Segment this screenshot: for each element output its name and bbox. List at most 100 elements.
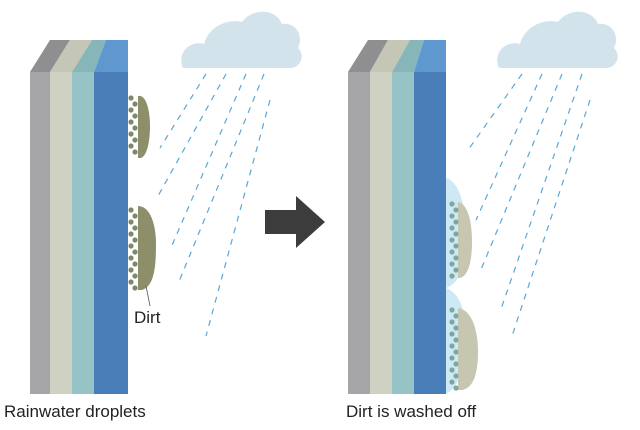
droplet-bead <box>449 331 455 337</box>
droplet-beads-upper-after <box>449 201 459 279</box>
layer-gray-after <box>348 72 370 394</box>
droplet-bead <box>449 307 455 313</box>
droplet-bead <box>449 201 455 207</box>
droplet-beads-lower <box>128 207 138 291</box>
rain-icon <box>157 73 271 337</box>
droplet-bead <box>128 243 134 249</box>
wall-top-beige <box>50 40 92 72</box>
droplet-bead <box>128 107 134 113</box>
droplet-bead <box>132 225 138 231</box>
panel-after <box>348 11 618 394</box>
rain-streak <box>511 99 591 337</box>
layer-blue-after <box>414 72 446 394</box>
droplet-bead <box>128 207 134 213</box>
washed-dirt <box>449 201 478 391</box>
rain-streak <box>169 73 247 251</box>
rain-streak <box>467 73 523 151</box>
rain-streak <box>499 73 583 313</box>
droplet-bead <box>449 319 455 325</box>
droplet-bead <box>453 337 459 343</box>
droplet-bead <box>132 149 138 155</box>
droplet-bead <box>453 219 459 225</box>
wall-top-gray-after <box>348 40 388 72</box>
layer-teal-after <box>392 72 414 394</box>
droplet-bead <box>449 343 455 349</box>
droplet-bead <box>453 231 459 237</box>
wall-top-gray <box>30 40 70 72</box>
droplet-bead <box>128 119 134 125</box>
droplet-bead <box>128 231 134 237</box>
droplet-bead <box>128 131 134 137</box>
droplet-bead <box>128 143 134 149</box>
droplet-bead <box>128 95 134 101</box>
wall-layers <box>30 40 128 394</box>
panel-before <box>30 11 302 394</box>
wall-top-beige-after <box>370 40 410 72</box>
droplet-bead <box>132 285 138 291</box>
layer-beige <box>50 72 72 394</box>
droplet-bead <box>449 225 455 231</box>
dirt-label: Dirt <box>134 308 161 327</box>
droplet-bead <box>132 249 138 255</box>
droplet-bead <box>132 237 138 243</box>
layer-blue <box>94 72 128 394</box>
droplet-bead <box>132 113 138 119</box>
droplet-bead <box>449 249 455 255</box>
droplet-bead <box>453 267 459 273</box>
droplet-bead <box>449 273 455 279</box>
dirt-patch-upper <box>138 95 150 158</box>
droplet-bead <box>132 101 138 107</box>
droplet-bead <box>453 313 459 319</box>
dirt-patch-lower <box>138 206 156 290</box>
rain-icon-after <box>467 73 591 337</box>
droplet-bead <box>449 355 455 361</box>
droplet-bead <box>128 255 134 261</box>
cloud-icon <box>181 11 302 68</box>
washed-dirt-upper <box>458 202 472 278</box>
rain-streak <box>157 73 227 197</box>
droplet-bead <box>449 213 455 219</box>
droplet-bead <box>453 325 459 331</box>
layer-beige-after <box>370 72 392 394</box>
wall-top-teal <box>72 40 106 72</box>
droplet-bead <box>453 243 459 249</box>
rain-streak <box>205 99 271 337</box>
rain-streak <box>159 73 207 149</box>
droplet-beads-lower-after <box>449 307 459 391</box>
droplet-bead <box>453 385 459 391</box>
droplet-bead <box>128 279 134 285</box>
droplet-bead <box>132 137 138 143</box>
droplet-bead <box>453 373 459 379</box>
rain-streak <box>475 73 543 221</box>
wall-top-blue-after <box>414 40 446 72</box>
cloud-icon-after <box>497 11 618 68</box>
droplet-bead <box>449 367 455 373</box>
dirt-patches <box>128 95 156 307</box>
caption-after: Dirt is washed off <box>346 402 477 421</box>
arrow-right-icon <box>265 196 325 248</box>
washed-dirt-lower <box>458 308 478 390</box>
droplet-bead <box>449 237 455 243</box>
droplet-bead <box>132 213 138 219</box>
droplet-bead <box>453 207 459 213</box>
wall-top-teal-after <box>392 40 424 72</box>
droplet-bead <box>128 219 134 225</box>
droplet-bead <box>453 255 459 261</box>
caption-before: Rainwater droplets <box>4 402 146 421</box>
droplet-bead <box>132 125 138 131</box>
droplet-bead <box>449 379 455 385</box>
wall-top-blue <box>94 40 128 72</box>
layer-teal <box>72 72 94 394</box>
droplet-bead <box>128 267 134 273</box>
droplet-bead <box>453 349 459 355</box>
wall-layers-after <box>348 40 446 394</box>
droplet-bead <box>453 361 459 367</box>
droplet-bead <box>449 261 455 267</box>
rain-streak <box>479 73 563 273</box>
dirt-leader-line <box>145 285 151 307</box>
layer-gray <box>30 72 50 394</box>
droplet-beads-upper <box>128 95 138 155</box>
rain-streak <box>177 73 265 285</box>
